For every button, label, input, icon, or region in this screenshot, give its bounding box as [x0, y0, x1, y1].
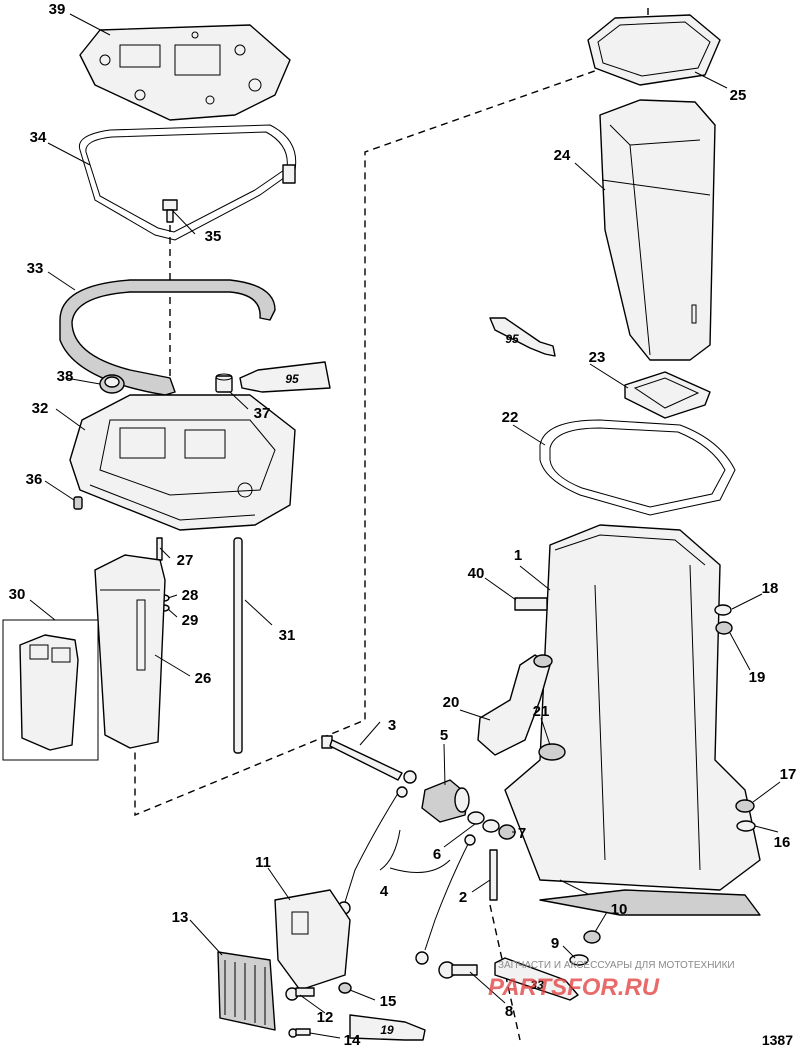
callout-12: 12: [317, 1009, 334, 1026]
watermark: ЗАПЧАСТИ И АКСЕССУАРЫ ДЛЯ МОТОТЕХНИКИ PA…: [488, 960, 735, 1001]
callout-11: 11: [255, 854, 271, 871]
callout-31: 31: [279, 627, 296, 644]
callout-14: 14: [344, 1032, 361, 1049]
part-34-seal: [78, 124, 297, 241]
callout-5: 5: [440, 727, 448, 744]
part-12-screw: [285, 987, 315, 1001]
callout-26: 26: [195, 670, 212, 687]
callout-27: 27: [177, 552, 194, 569]
callout-28: 28: [182, 587, 199, 604]
part-32-adapter-plate: [69, 394, 296, 531]
part-38-plug: [99, 374, 125, 394]
figure-number: 1387: [762, 1032, 793, 1048]
part-31-rod: [233, 537, 243, 754]
callout-20: 20: [443, 694, 460, 711]
callout-17: 17: [780, 766, 797, 783]
part-37-cap: [215, 373, 233, 393]
callout-19: 19: [749, 669, 766, 686]
callout-13: 13: [172, 909, 189, 926]
part-30-box: [2, 619, 99, 761]
callout-34: 34: [30, 129, 47, 146]
tube-label-95-upper: 95: [285, 372, 299, 386]
callout-4: 4: [380, 883, 389, 900]
part-13-anode: [217, 951, 276, 1031]
part-24-upper-housing: [599, 99, 716, 361]
part-22-gasket: [539, 419, 736, 516]
tube-label-95-right: 95: [505, 332, 519, 346]
part-26-insert: [94, 554, 166, 749]
callout-22: 22: [502, 409, 519, 426]
part-20-water-tube: [477, 654, 553, 756]
part-15-washer: [338, 982, 352, 994]
sealant-33-tube: 33: [494, 957, 579, 1001]
part-2-stud: [489, 849, 498, 901]
part-14-screw: [288, 1028, 311, 1038]
part-35-screw: [162, 199, 178, 223]
tube-label-19: 19: [380, 1023, 394, 1037]
part-1-driveshaft-housing: [504, 524, 761, 916]
sealant-19-tube: 19: [349, 1014, 426, 1041]
callout-38: 38: [57, 368, 74, 385]
callout-23: 23: [589, 349, 606, 366]
callout-16: 16: [774, 834, 791, 851]
watermark-logo: PARTSFOR.RU: [488, 974, 660, 1001]
part-6-washer: [467, 811, 500, 833]
callout-40: 40: [468, 565, 485, 582]
callout-39: 39: [49, 1, 66, 18]
callout-8: 8: [505, 1003, 513, 1020]
part-4-ground-straps: [337, 786, 476, 965]
callouts: 39 34 35 33 38 37 32 36 27 28 29 31 26 3…: [9, 1, 797, 1049]
part-23-seal-block: [624, 371, 711, 419]
callout-15: 15: [380, 993, 397, 1010]
callout-6: 6: [433, 846, 441, 863]
callout-10: 10: [611, 901, 628, 918]
callout-36: 36: [26, 471, 43, 488]
part-21-plug: [538, 743, 566, 761]
part-36-pin: [73, 496, 83, 510]
callout-18: 18: [762, 580, 779, 597]
watermark-tagline: ЗАПЧАСТИ И АКСЕССУАРЫ ДЛЯ МОТОТЕХНИКИ: [498, 960, 735, 971]
part-18-19-washer-nut: [714, 604, 733, 635]
callout-2: 2: [459, 889, 467, 906]
part-39-gasket: [79, 24, 291, 121]
sealant-95-tube-upper: 95: [239, 361, 331, 393]
callout-9: 9: [551, 935, 559, 952]
callout-1: 1: [514, 547, 522, 564]
part-40-tag: [514, 597, 548, 611]
callout-37: 37: [254, 405, 271, 422]
callout-32: 32: [32, 400, 49, 417]
callout-33: 33: [27, 260, 44, 277]
leader-lines: [29, 13, 781, 1039]
callout-29: 29: [182, 612, 199, 629]
part-33-u-seal: [59, 279, 276, 396]
callout-3: 3: [388, 717, 396, 734]
part-8-bolt: [438, 961, 478, 979]
callout-30: 30: [9, 586, 26, 603]
tube-label-33: 33: [530, 978, 544, 992]
callout-7: 7: [518, 825, 526, 842]
callout-25: 25: [730, 87, 747, 104]
part-25-seal-frame: [587, 14, 721, 86]
callout-24: 24: [554, 147, 571, 164]
callout-35: 35: [205, 228, 222, 245]
part-11-bracket: [274, 889, 351, 991]
part-10-nut: [583, 930, 601, 944]
sealant-95-tube-right: 95: [489, 317, 556, 357]
part-3-bolt: [321, 735, 417, 784]
part-5-mount: [421, 779, 470, 823]
callout-21: 21: [533, 703, 550, 720]
